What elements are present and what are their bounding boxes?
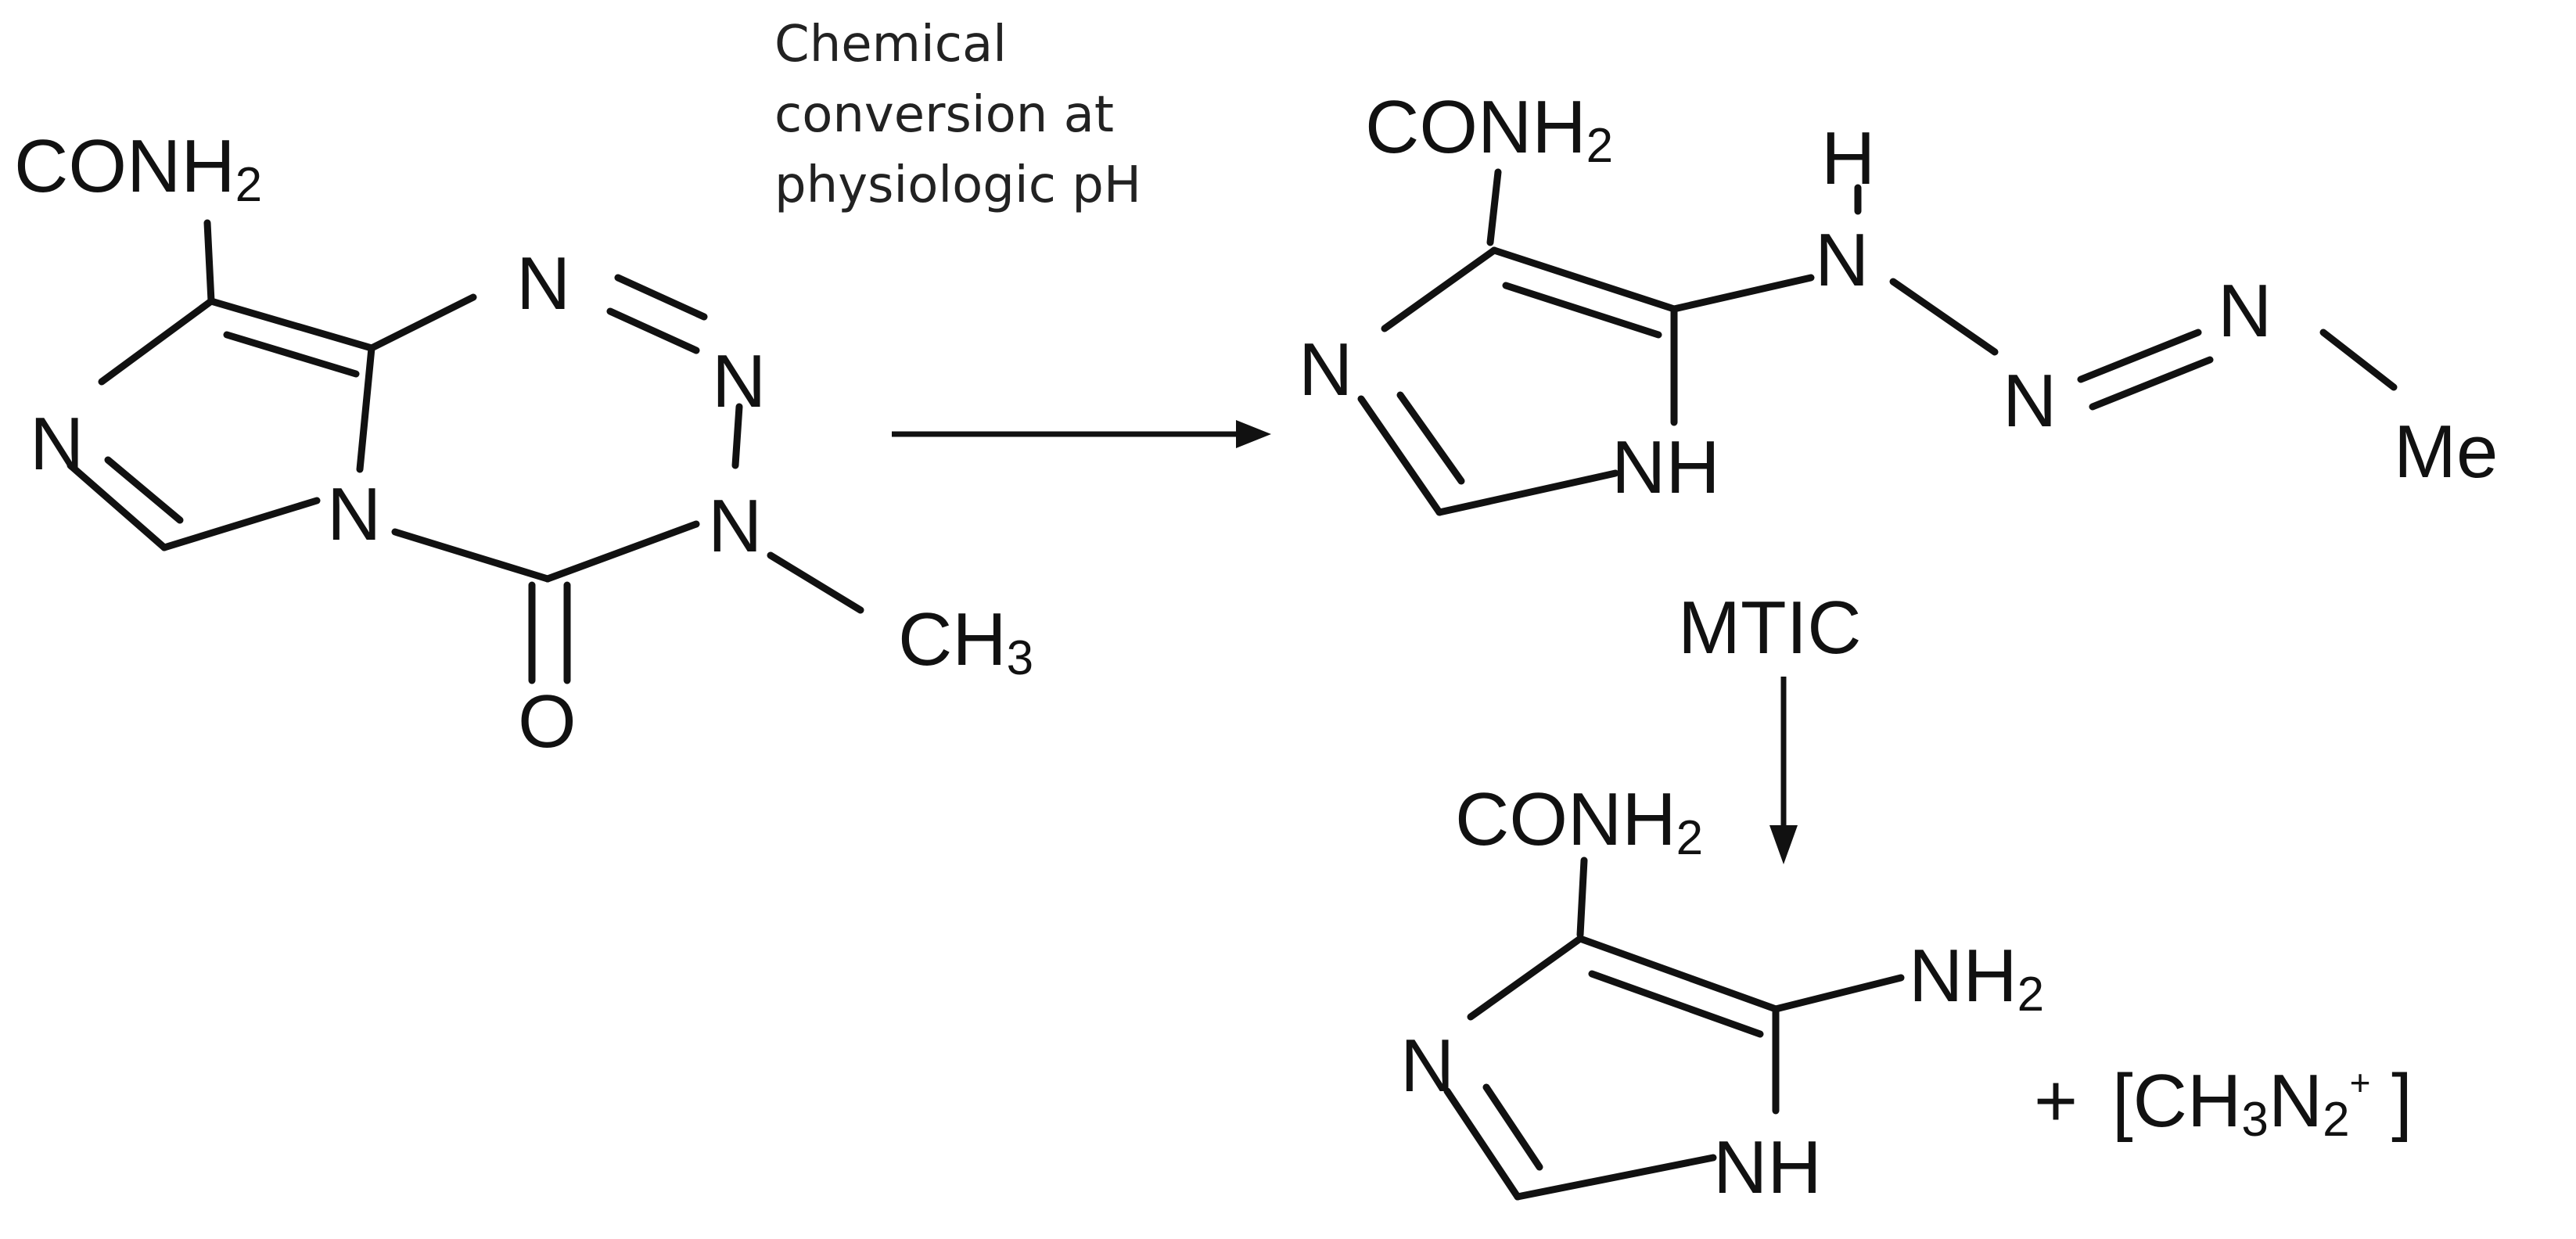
mtic-label: MTIC bbox=[1678, 586, 1862, 670]
reactant-ring-n-bridge: N bbox=[327, 472, 381, 556]
reactant-ring-n-top: N bbox=[516, 242, 570, 325]
mtic-triazene-n3: N bbox=[2218, 269, 2272, 353]
product-structure: CONH2 NH2 N NH bbox=[1400, 778, 2044, 1209]
reaction-arrow-down bbox=[1769, 677, 1798, 864]
mtic-ring-nh: NH bbox=[1611, 426, 1720, 509]
reactant-carboxamide-label: CONH2 bbox=[14, 124, 262, 212]
methyldiazonium-group: + [CH3N2+ ] bbox=[2034, 1059, 2413, 1147]
reactant-ring-n-left: N bbox=[30, 402, 84, 486]
bond-n3-methyl bbox=[767, 551, 864, 614]
mtic-structure: CONH2 N NH H N N N Me bbox=[1299, 85, 2498, 516]
mtic-bond-c-carboxamide bbox=[1486, 168, 1502, 246]
mtic-bond-nh-n bbox=[1889, 278, 1999, 356]
mtic-bond-c4-c5-inner bbox=[1502, 282, 1662, 339]
caption-line-2: conversion at bbox=[774, 86, 1114, 144]
bond-c8-c8a bbox=[207, 297, 375, 352]
plus-sign: + bbox=[2034, 1059, 2078, 1143]
product-bond-c4-c5 bbox=[1576, 935, 1780, 1013]
product-carboxamide-label: CONH2 bbox=[1455, 778, 1703, 865]
bond-c8a-n1 bbox=[368, 293, 477, 352]
bond-n7-c6-inner bbox=[104, 456, 184, 524]
bond-c6-n5 bbox=[160, 497, 321, 551]
mtic-bond-n-me bbox=[2319, 329, 2398, 391]
mtic-bond-c5-nh bbox=[1670, 274, 1815, 313]
conversion-caption: Chemical conversion at physiologic pH bbox=[774, 16, 1141, 214]
mtic-bond-n-n-a bbox=[2077, 329, 2202, 383]
mtic-bond-c4-n3 bbox=[1381, 246, 1498, 332]
bond-n2-n3 bbox=[731, 403, 743, 469]
bond-n1-n2-a bbox=[614, 274, 708, 321]
methyldiazonium-label: [CH3N2+ ] bbox=[2112, 1059, 2413, 1147]
reaction-arrow-right bbox=[892, 420, 1271, 448]
reactant-methyl-label: CH3 bbox=[898, 598, 1033, 685]
product-bond-c4-c5-inner bbox=[1588, 970, 1764, 1038]
caption-line-3: physiologic pH bbox=[774, 156, 1141, 214]
mtic-methyl-label: Me bbox=[2394, 410, 2498, 494]
reactant-ring-n-right: N bbox=[712, 339, 766, 423]
mtic-bond-n3-c2-inner bbox=[1396, 391, 1465, 485]
caption-line-1: Chemical bbox=[774, 16, 1007, 74]
product-bond-c4-n3 bbox=[1467, 935, 1584, 1021]
mtic-bond-n-n-b bbox=[2089, 356, 2214, 411]
product-bond-n3-c2 bbox=[1443, 1087, 1522, 1201]
bond-n1-n2-b bbox=[606, 307, 700, 354]
product-bond-n3-c2-inner bbox=[1482, 1083, 1543, 1171]
bond-c8-n7 bbox=[98, 297, 215, 386]
bond-n5-c4 bbox=[391, 528, 551, 583]
mtic-triazene-n2: N bbox=[2003, 359, 2057, 443]
bond-c8a-n5 bbox=[356, 344, 375, 473]
reactant-ring-n-methyl: N bbox=[708, 484, 762, 568]
product-amine-label: NH2 bbox=[1909, 934, 2044, 1022]
arrow-right-head bbox=[1236, 420, 1271, 448]
mtic-triazene-n1: N bbox=[1815, 218, 1869, 302]
product-ring-n: N bbox=[1400, 1024, 1454, 1108]
bond-c8-c8a-inner bbox=[223, 331, 360, 378]
product-bond-c-carboxamide bbox=[1576, 857, 1588, 939]
reactant-carbonyl-o: O bbox=[518, 680, 577, 763]
mtic-carboxamide-label: CONH2 bbox=[1365, 85, 1613, 173]
bond-n3-c4 bbox=[544, 520, 700, 583]
mtic-bond-c2-n1 bbox=[1435, 469, 1619, 516]
reactant-structure: CONH2 N N N N N CH3 O bbox=[14, 124, 1033, 763]
product-ring-nh: NH bbox=[1713, 1126, 1822, 1209]
bond-n7-c6 bbox=[66, 461, 168, 551]
product-bond-c5-nh2 bbox=[1772, 974, 1905, 1013]
mtic-ring-n: N bbox=[1299, 328, 1353, 411]
bond-c8-carboxamide bbox=[203, 219, 215, 305]
product-bond-c2-n1 bbox=[1514, 1154, 1717, 1201]
mtic-bond-n3-c2 bbox=[1357, 395, 1443, 516]
arrow-down-head bbox=[1769, 825, 1798, 864]
mtic-hydrogen: H bbox=[1821, 117, 1875, 200]
mtic-bond-c4-c5 bbox=[1490, 246, 1678, 313]
